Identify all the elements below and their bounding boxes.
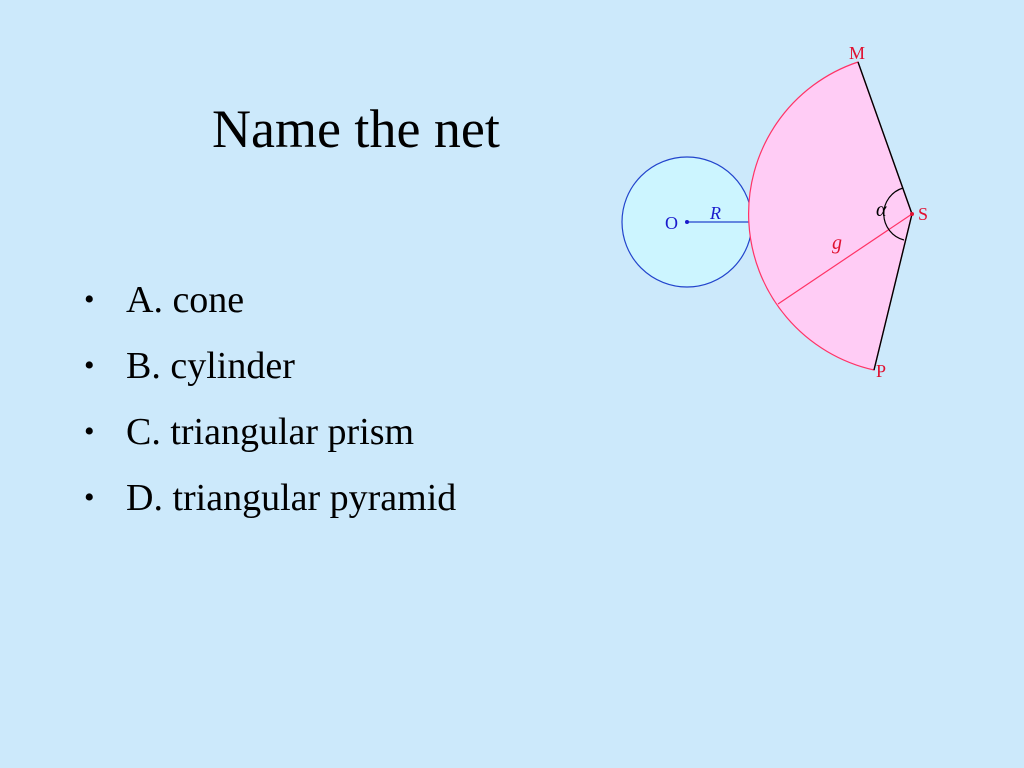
slant-line bbox=[777, 213, 913, 305]
slant-label: g bbox=[832, 232, 842, 254]
edge-sp bbox=[873, 213, 913, 371]
center-label: O bbox=[665, 213, 678, 233]
radius-label: R bbox=[709, 203, 721, 223]
bullet: • bbox=[84, 283, 95, 316]
center-point bbox=[685, 220, 689, 224]
slide-title: Name the net bbox=[212, 99, 500, 159]
angle-arc bbox=[883, 187, 905, 241]
bullet: • bbox=[84, 481, 95, 514]
bullet: • bbox=[84, 349, 95, 382]
lateral-sector bbox=[748, 61, 913, 371]
bullet: • bbox=[84, 415, 95, 448]
option-c-label: C. triangular prism bbox=[126, 411, 415, 453]
angle-label: α bbox=[876, 199, 887, 221]
top-point-label: M bbox=[849, 43, 865, 63]
edge-sm bbox=[857, 61, 913, 215]
apex-point bbox=[910, 212, 914, 216]
option-b-label: B. cylinder bbox=[126, 345, 295, 387]
option-a-label: A. cone bbox=[126, 279, 245, 321]
cone-net-figure: O R g α S M P bbox=[621, 43, 928, 381]
apex-label: S bbox=[918, 204, 928, 224]
option-d-label: D. triangular pyramid bbox=[126, 477, 457, 519]
bottom-point-label: P bbox=[876, 361, 886, 381]
